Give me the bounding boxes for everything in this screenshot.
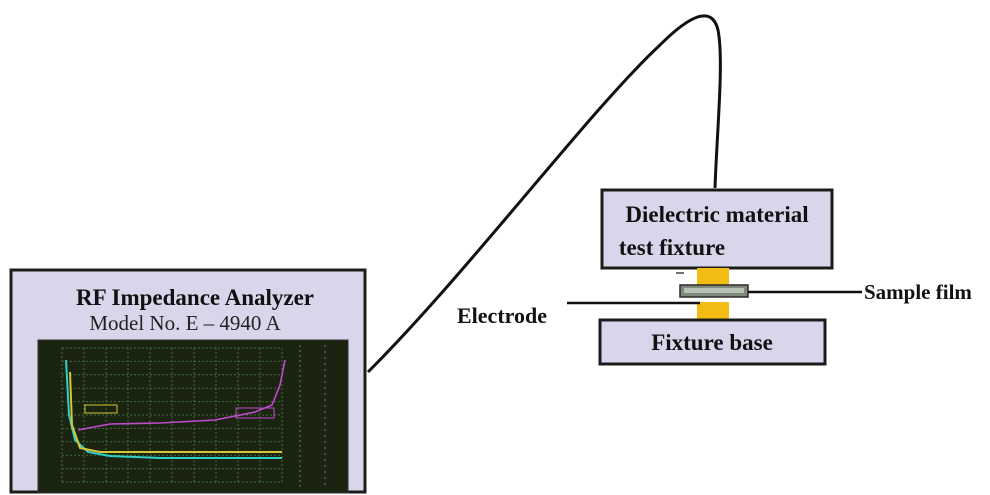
marker-readout-left xyxy=(84,404,118,414)
fixture-label-line2: test fixture xyxy=(619,235,725,260)
analyzer-model: Model No. E – 4940 A xyxy=(89,311,281,335)
connecting-cable xyxy=(366,14,722,374)
rf-impedance-analyzer: RF Impedance Analyzer Model No. E – 4940… xyxy=(9,268,367,494)
sample-film-label: Sample film xyxy=(864,280,972,304)
electrode-label: Electrode xyxy=(457,303,547,328)
upper-electrode xyxy=(697,268,729,286)
analyzer-title: RF Impedance Analyzer xyxy=(76,285,314,310)
fixture-base-label: Fixture base xyxy=(651,330,773,355)
trace-yellow xyxy=(69,371,282,453)
trace-cyan xyxy=(65,359,282,459)
trace-magenta xyxy=(77,359,286,431)
marker-readout-right xyxy=(235,407,275,419)
lower-electrode xyxy=(697,302,729,320)
fixture-label-line1: Dielectric material xyxy=(625,202,808,227)
dielectric-test-fixture: Dielectric material test fixture xyxy=(600,188,834,270)
sample-film xyxy=(679,284,749,298)
analyzer-screen xyxy=(37,339,349,494)
screen-grid xyxy=(61,347,283,483)
fixture-base: Fixture base xyxy=(598,318,827,366)
